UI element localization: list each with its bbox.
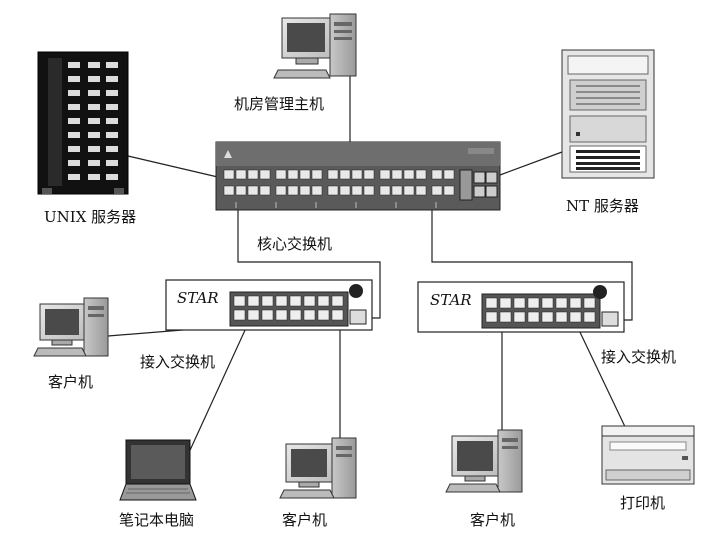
- access-switch-right-label: 接入交换机: [601, 348, 677, 366]
- access-switch-icon: [165, 279, 373, 331]
- access-switch-left-label: 接入交换机: [140, 353, 216, 371]
- unix-server-label: UNIX 服务器: [44, 208, 137, 226]
- access-switch-icon: [417, 281, 625, 333]
- desktop-computer-icon: [33, 297, 109, 357]
- client-bottom-mid-label: 客户机: [282, 511, 328, 529]
- link-access-right-printer: [577, 327, 629, 434]
- tower-server-icon: [561, 49, 655, 179]
- desktop-computer-icon: [445, 429, 523, 493]
- desktop-computer-icon: [279, 437, 357, 499]
- connection-lines: [107, 74, 633, 484]
- laptop-label: 笔记本电脑: [119, 511, 195, 529]
- link-core-access-right: [431, 210, 633, 321]
- client-bottom-right-label: 客户机: [470, 511, 516, 529]
- link-core-access-left: [237, 210, 381, 319]
- printer-label: 打印机: [620, 494, 666, 512]
- client-left-label: 客户机: [48, 373, 94, 391]
- core-switch-icon: [215, 141, 501, 211]
- printer-icon: [601, 425, 695, 485]
- admin-host-label: 机房管理主机: [234, 95, 325, 113]
- link-nt-core: [499, 151, 563, 176]
- link-unix-core: [127, 155, 223, 179]
- laptop-icon: [119, 439, 197, 501]
- nt-server-label: NT 服务器: [566, 197, 639, 215]
- desktop-computer-icon: [273, 13, 357, 79]
- core-switch-label: 核心交换机: [257, 235, 333, 253]
- switch-brand-left: STAR: [177, 289, 219, 307]
- switch-brand-right: STAR: [430, 291, 472, 309]
- rack-server-icon: [37, 51, 129, 195]
